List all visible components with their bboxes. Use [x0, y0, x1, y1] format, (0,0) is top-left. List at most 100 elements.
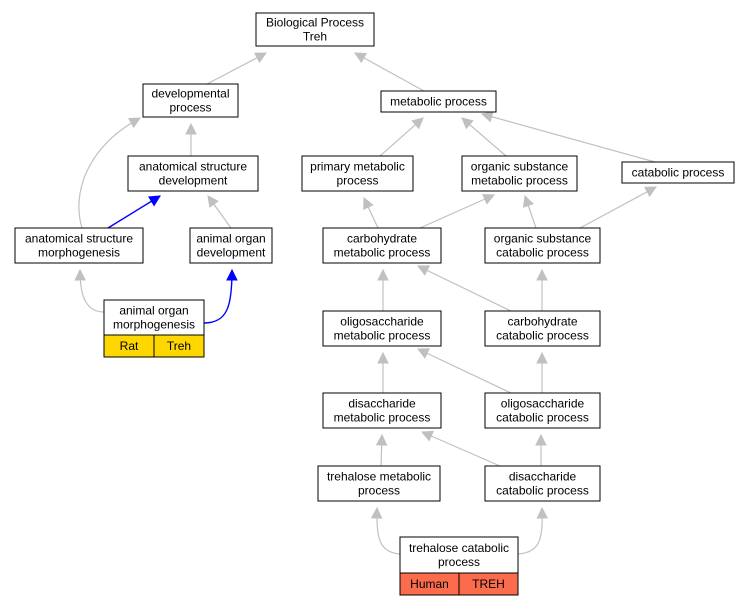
- edge-aom-to-asm: [74, 268, 105, 313]
- node-label: developmental: [151, 87, 229, 101]
- node-label: trehalose metabolic: [327, 470, 431, 484]
- node-label: catabolic process: [632, 166, 725, 180]
- arrowhead: [377, 351, 389, 364]
- arrowhead: [416, 265, 430, 276]
- arrowhead: [482, 193, 496, 205]
- node-label: metabolic process: [471, 174, 568, 188]
- edge-line: [206, 52, 267, 85]
- node-label: process: [169, 101, 211, 115]
- node-label: carbohydrate: [507, 315, 577, 329]
- edge-dev-to-bp: [206, 52, 267, 85]
- edge-osmp-to-met: [461, 117, 507, 157]
- annotation-cell-human[interactable]: Human: [399, 572, 460, 596]
- annotation-cell-treh[interactable]: TREH: [458, 572, 519, 596]
- node-label: trehalose catabolic: [409, 541, 509, 555]
- edge-line: [419, 194, 495, 229]
- node-label: disaccharide: [509, 470, 577, 484]
- edge-pmp-to-met: [379, 117, 424, 157]
- arrowhead: [480, 111, 494, 123]
- edge-line: [579, 186, 657, 229]
- annotation-label: TREH: [472, 577, 505, 591]
- node-label: organic substance: [494, 232, 592, 246]
- edge-tcp-to-tmp: [370, 506, 401, 555]
- edge-asm-to-asd: [107, 195, 161, 229]
- node-box: [189, 227, 273, 264]
- edge-asm-to-dev: [78, 117, 141, 229]
- edge-dicp-to-olcp: [535, 433, 547, 466]
- node-label: oligosaccharide: [501, 397, 585, 411]
- arrowhead: [375, 433, 388, 446]
- node-box: [484, 310, 601, 347]
- arrowhead: [461, 117, 474, 130]
- edge-aom-to-aod: [203, 268, 238, 324]
- arrowhead: [254, 52, 267, 64]
- annotation-label: Treh: [167, 339, 191, 353]
- annotation-cell-treh[interactable]: Treh: [153, 334, 205, 358]
- node-label: catabolic process: [496, 411, 589, 425]
- node-box: [322, 392, 442, 429]
- edge-chmp-to-osmp: [419, 193, 496, 229]
- arrowhead: [536, 351, 548, 364]
- node-box: [14, 227, 144, 264]
- node-box: [255, 12, 375, 47]
- arrowhead: [522, 194, 534, 208]
- annotation-cell-rat[interactable]: Rat: [103, 334, 155, 358]
- node-box: [621, 161, 735, 184]
- node-box: [127, 155, 259, 192]
- arrowhead: [536, 268, 548, 281]
- edge-aod-to-asd: [207, 195, 232, 229]
- arrowhead: [644, 186, 657, 198]
- arrowhead: [370, 506, 383, 519]
- node-box: [380, 90, 497, 113]
- node-box: [399, 536, 519, 574]
- node-met[interactable]: metabolic process: [380, 90, 497, 113]
- annotation-label: Human: [410, 577, 449, 591]
- node-label: metabolic process: [334, 329, 431, 343]
- node-label: metabolic process: [390, 95, 487, 109]
- node-label: Biological Process: [266, 16, 364, 30]
- arrowhead: [416, 348, 430, 359]
- node-label: primary metabolic: [310, 160, 405, 174]
- node-box: [484, 392, 601, 429]
- node-label: organic substance: [471, 160, 569, 174]
- arrowhead: [74, 268, 86, 281]
- node-label: development: [159, 174, 228, 188]
- node-label: process: [336, 174, 378, 188]
- node-box: [484, 465, 601, 502]
- node-label: Treh: [303, 30, 327, 44]
- annotation-box: [458, 572, 519, 596]
- edge-tmp-to-dimp: [375, 433, 388, 467]
- edge-olcp-to-olmp: [416, 348, 512, 394]
- node-label: animal organ: [119, 304, 188, 318]
- arrowhead: [363, 196, 374, 210]
- node-cat[interactable]: catabolic process: [621, 161, 735, 184]
- node-label: catabolic process: [496, 246, 589, 260]
- arrowhead: [185, 122, 197, 135]
- edge-asd-to-dev: [185, 122, 197, 156]
- node-label: process: [438, 555, 480, 569]
- arrowhead: [535, 433, 547, 446]
- node-box: [317, 465, 441, 502]
- arrowhead: [420, 430, 434, 442]
- nodes-layer: Biological ProcessTrehdevelopmentalproce…: [14, 12, 735, 596]
- node-label: animal organ: [196, 232, 265, 246]
- edge-line: [481, 113, 656, 163]
- edge-oscp-to-osmp: [522, 194, 537, 229]
